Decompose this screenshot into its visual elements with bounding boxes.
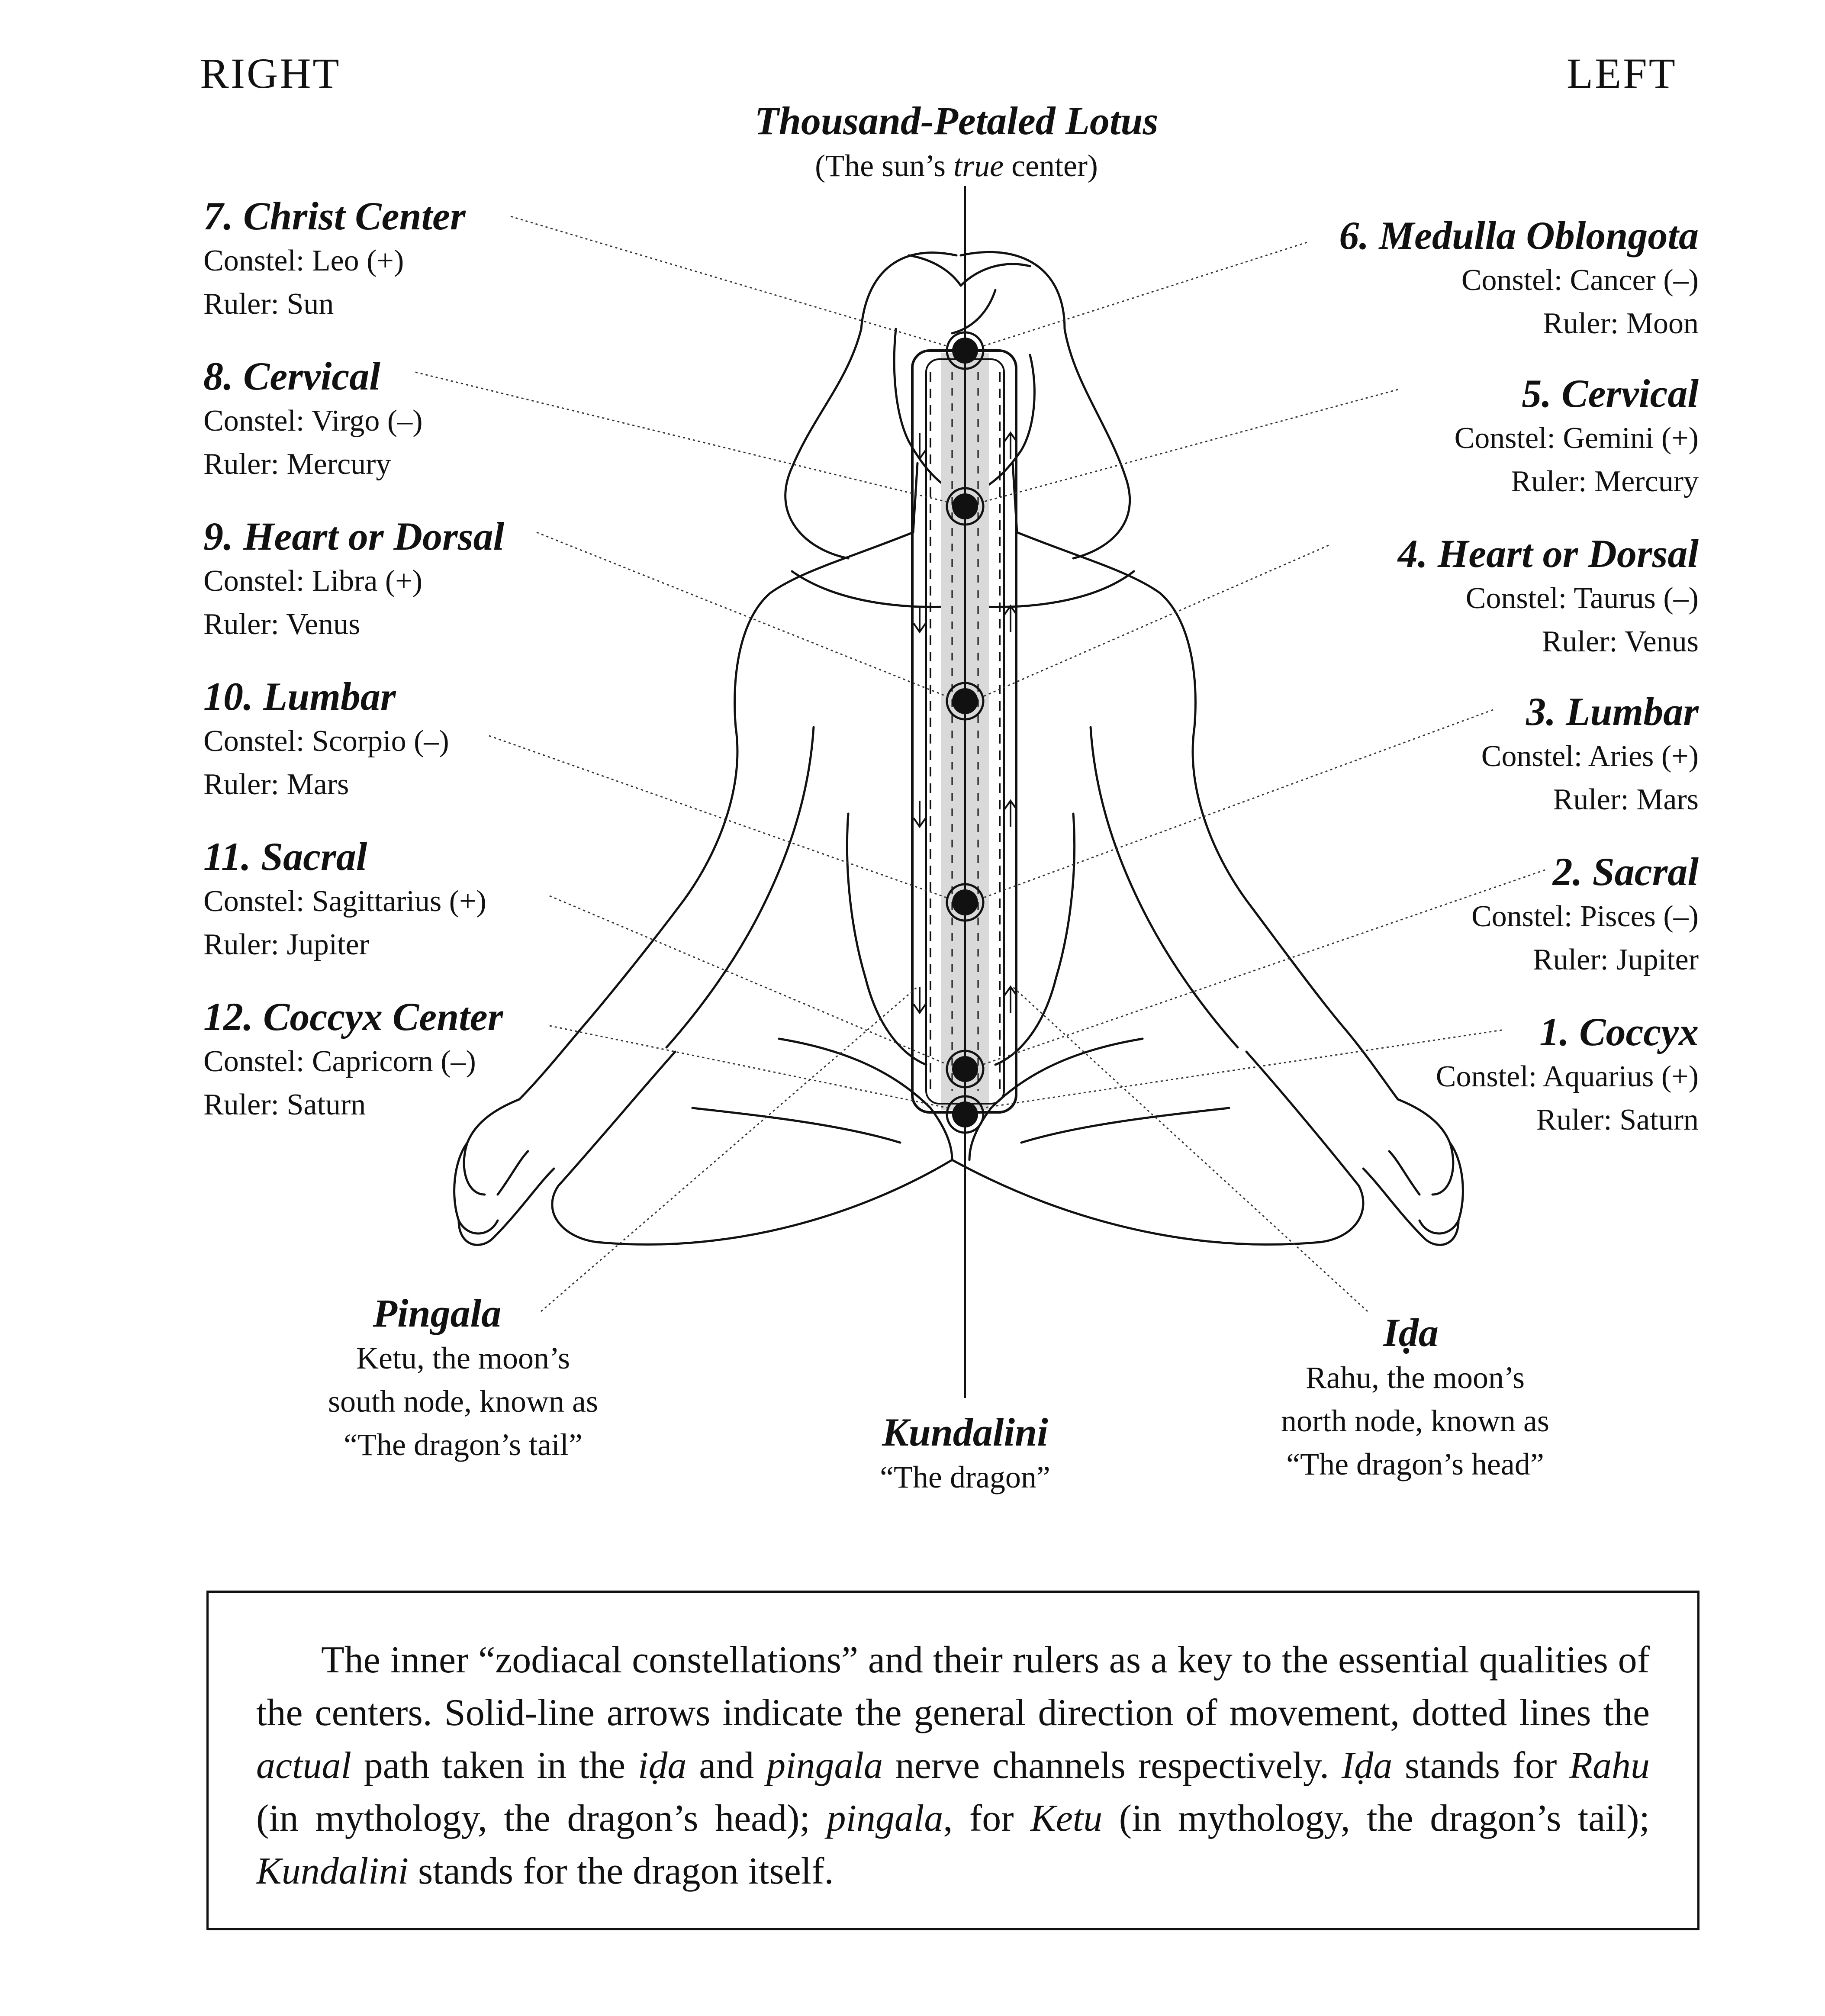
center-3-label: 3. Lumbar Constel: Aries (+) Ruler: Mars — [1168, 688, 1699, 821]
kundalini-line: “The dragon” — [880, 1460, 1050, 1494]
caption-italic: actual — [256, 1745, 351, 1787]
center-constellation: Constel: Taurus (–) — [1465, 582, 1699, 615]
center-ruler: Ruler: Jupiter — [1533, 943, 1699, 976]
center-9-label: 9. Heart or Dorsal Constel: Libra (+) Ru… — [203, 513, 504, 646]
chakra-node-coccyx — [946, 1095, 985, 1134]
pingala-line: Ketu, the moon’s — [356, 1341, 570, 1375]
center-5-label: 5. Cervical Constel: Gemini (+) Ruler: M… — [1168, 370, 1699, 503]
center-8-label: 8. Cervical Constel: Virgo (–) Ruler: Me… — [203, 353, 423, 486]
center-2-label: 2. Sacral Constel: Pisces (–) Ruler: Jup… — [1168, 848, 1699, 982]
caption-italic: pingala — [766, 1745, 883, 1787]
ida-line: Rahu, the moon’s — [1306, 1360, 1525, 1395]
caption-text: (in mythology, the dragon’s head); — [256, 1797, 827, 1839]
caption-italic: Iḍa — [1341, 1745, 1393, 1787]
pingala-line: “The dragon’s tail” — [344, 1427, 583, 1462]
chakra-node-dorsal — [946, 682, 985, 721]
flow-arrows — [913, 431, 1017, 1014]
center-title: 7. Christ Center — [203, 194, 466, 238]
caption-text: (in mythology, the dragon’s tail); — [1102, 1797, 1650, 1839]
caption-italic: Rahu — [1569, 1745, 1650, 1787]
caption-italic: Kundalini — [256, 1850, 409, 1892]
center-ruler: Ruler: Saturn — [1536, 1103, 1699, 1137]
caption-text: nerve channels respectively. — [883, 1745, 1342, 1787]
center-constellation: Constel: Scorpio (–) — [203, 725, 449, 758]
center-ruler: Ruler: Mercury — [203, 448, 391, 481]
crown-label: Thousand-Petaled Lotus (The sun’s true c… — [675, 97, 1238, 187]
center-6-label: 6. Medulla Oblongota Constel: Cancer (–)… — [1168, 212, 1699, 345]
caption-text: path taken in the — [351, 1745, 638, 1787]
center-ruler: Ruler: Mars — [203, 768, 349, 801]
caption-italic: Ketu — [1030, 1797, 1103, 1839]
center-title: 10. Lumbar — [203, 674, 396, 718]
pingala-label: Pingala Ketu, the moon’s south node, kno… — [277, 1290, 649, 1466]
caption-box: The inner “zodiacal constellations” and … — [206, 1591, 1699, 1930]
center-11-label: 11. Sacral Constel: Sagittarius (+) Rule… — [203, 833, 486, 966]
center-ruler: Ruler: Venus — [1542, 625, 1699, 658]
center-constellation: Constel: Pisces (–) — [1471, 900, 1699, 933]
leader-lines — [415, 216, 1545, 1312]
center-4-label: 4. Heart or Dorsal Constel: Taurus (–) R… — [1168, 530, 1699, 663]
center-7-label: 7. Christ Center Constel: Leo (+) Ruler:… — [203, 193, 466, 326]
chakra-node-lumbar — [946, 883, 985, 922]
pingala-line: south node, known as — [328, 1384, 598, 1419]
center-constellation: Constel: Capricorn (–) — [203, 1045, 476, 1078]
center-constellation: Constel: Virgo (–) — [203, 404, 423, 438]
center-10-label: 10. Lumbar Constel: Scorpio (–) Ruler: M… — [203, 673, 449, 806]
center-constellation: Constel: Libra (+) — [203, 564, 423, 598]
center-ruler: Ruler: Mars — [1553, 783, 1699, 816]
chakra-nodes — [946, 331, 985, 1134]
caption-text: stands for the dragon itself. — [409, 1850, 834, 1892]
center-title: 1. Coccyx — [1539, 1010, 1699, 1054]
ida-title: Iḍa — [1383, 1311, 1439, 1355]
center-ruler: Ruler: Moon — [1543, 307, 1699, 340]
center-1-label: 1. Coccyx Constel: Aquarius (+) Ruler: S… — [1168, 1008, 1699, 1142]
center-ruler: Ruler: Mercury — [1511, 465, 1699, 498]
left-side-header: LEFT — [1567, 49, 1677, 97]
right-side-header: RIGHT — [200, 49, 341, 97]
center-title: 12. Coccyx Center — [203, 995, 503, 1039]
center-title: 9. Heart or Dorsal — [203, 514, 505, 558]
center-title: 8. Cervical — [203, 354, 380, 398]
chakra-node-medulla — [946, 331, 985, 370]
caption-italic: iḍa — [638, 1745, 687, 1787]
pingala-title: Pingala — [373, 1291, 502, 1335]
center-title: 4. Heart or Dorsal — [1397, 531, 1699, 576]
caption-text: , for — [943, 1797, 1031, 1839]
ida-line: “The dragon’s head” — [1286, 1447, 1544, 1481]
center-constellation: Constel: Cancer (–) — [1461, 264, 1699, 297]
caption-text: stands for — [1392, 1745, 1570, 1787]
kundalini-label: Kundalini “The dragon” — [822, 1409, 1108, 1499]
center-ruler: Ruler: Saturn — [203, 1088, 366, 1121]
crown-subtitle: (The sun’s true center) — [815, 148, 1098, 183]
center-title: 2. Sacral — [1552, 850, 1699, 894]
caption-italic: pingala — [827, 1797, 943, 1839]
chakra-node-sacral — [946, 1050, 985, 1089]
ida-line: north node, known as — [1281, 1404, 1549, 1438]
kundalini-title: Kundalini — [882, 1410, 1048, 1454]
chakra-node-cervical — [946, 487, 985, 526]
center-title: 6. Medulla Oblongota — [1339, 213, 1699, 258]
crown-title: Thousand-Petaled Lotus — [754, 99, 1159, 143]
center-constellation: Constel: Aries (+) — [1481, 740, 1699, 773]
center-12-label: 12. Coccyx Center Constel: Capricorn (–)… — [203, 993, 503, 1127]
center-title: 11. Sacral — [203, 834, 367, 879]
center-ruler: Ruler: Sun — [203, 287, 334, 321]
center-title: 5. Cervical — [1522, 371, 1699, 415]
center-title: 3. Lumbar — [1526, 689, 1699, 734]
center-ruler: Ruler: Venus — [203, 608, 360, 641]
center-ruler: Ruler: Jupiter — [203, 928, 369, 961]
center-constellation: Constel: Aquarius (+) — [1436, 1060, 1699, 1093]
caption-text: and — [686, 1745, 767, 1787]
caption-text: The inner “zodiacal constellations” and … — [256, 1639, 1650, 1734]
center-constellation: Constel: Sagittarius (+) — [203, 885, 486, 918]
ida-label: Iḍa Rahu, the moon’s north node, known a… — [1229, 1309, 1601, 1486]
center-constellation: Constel: Gemini (+) — [1454, 422, 1699, 455]
center-constellation: Constel: Leo (+) — [203, 244, 404, 277]
